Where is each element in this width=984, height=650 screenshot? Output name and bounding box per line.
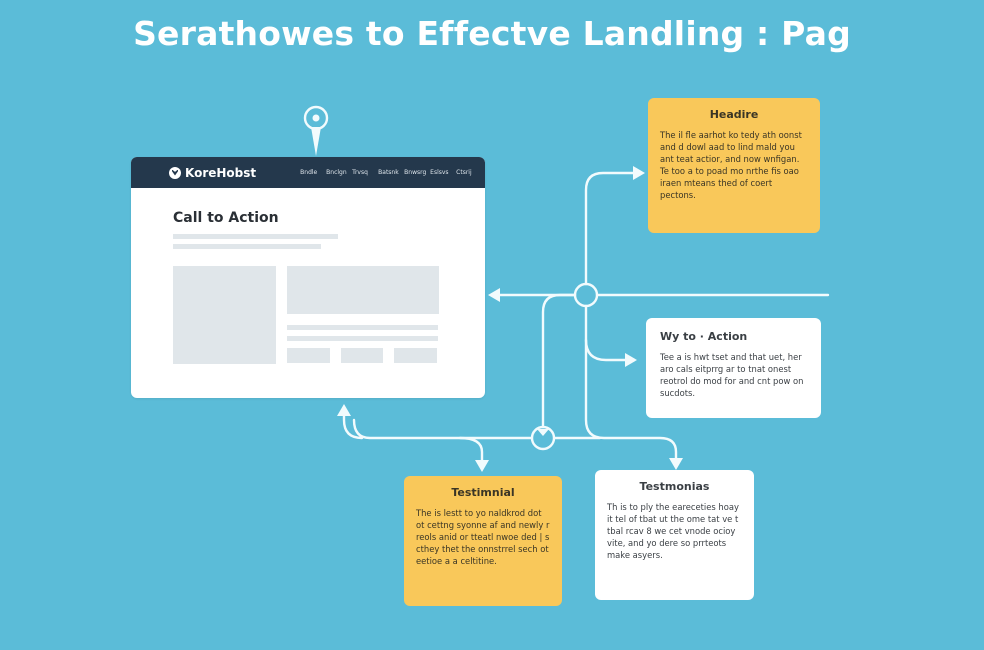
arrow-down-icon — [475, 460, 489, 472]
button-placeholder[interactable] — [341, 348, 383, 363]
mockup-body: Call to Action — [131, 188, 485, 398]
card-body: Tee a is hwt tset and that uet, her aro … — [660, 352, 804, 398]
nav-link[interactable]: Bnwsrg — [404, 169, 427, 176]
card-body: Th is to ply the eareceties hoay it tel … — [607, 502, 739, 560]
cta-heading: Call to Action — [173, 210, 279, 226]
arrow-left-icon — [488, 288, 500, 302]
mockup-navbar: KoreHobst Bndle Bnclgn Trvsq Batsnk Bnws… — [131, 157, 485, 188]
button-placeholder[interactable] — [287, 348, 330, 363]
nav-link[interactable]: Ctsrij — [456, 169, 472, 176]
arrow-right-icon — [633, 166, 645, 180]
text-line-placeholder — [173, 234, 338, 239]
image-placeholder — [173, 266, 276, 364]
text-line-placeholder — [287, 325, 438, 330]
testimonial-card: Testimnial The is lestt to yo naldkrod d… — [404, 476, 562, 606]
testimonials-card: Testmonias Th is to ply the eareceties h… — [595, 470, 754, 600]
way-to-action-card: Wy to · Action Tee a is hwt tset and tha… — [646, 318, 821, 418]
nav-link[interactable]: Bnclgn — [326, 169, 347, 176]
brand-name: KoreHobst — [185, 165, 257, 180]
card-body: The is lestt to yo naldkrod dot ot cettn… — [416, 508, 550, 566]
card-body: The il fle aarhot ko tedy ath oonst and … — [660, 130, 802, 200]
nav-link[interactable]: Bndle — [300, 169, 318, 176]
page-title: Serathowes to Effectve Landling : Pag — [133, 14, 851, 53]
button-placeholder[interactable] — [394, 348, 437, 363]
card-title: Wy to · Action — [660, 330, 748, 343]
shield-logo-icon — [169, 166, 181, 179]
card-title: Testmonias — [639, 480, 710, 493]
nav-link[interactable]: Eslsvs — [430, 169, 449, 176]
card-title: Testimnial — [451, 486, 515, 499]
junction-node-icon — [573, 282, 599, 308]
mockup-nav-links: Bndle Bnclgn Trvsq Batsnk Bnwsrg Eslsvs … — [300, 169, 482, 176]
arrow-right-icon — [625, 353, 637, 367]
headline-card: Headire The il fle aarhot ko tedy ath oo… — [648, 98, 820, 233]
nav-link[interactable]: Batsnk — [378, 169, 399, 176]
text-line-placeholder — [173, 244, 321, 249]
card-title: Headire — [709, 108, 759, 121]
landing-page-mockup: KoreHobst Bndle Bnclgn Trvsq Batsnk Bnws… — [131, 157, 485, 398]
arrow-up-icon — [337, 404, 351, 416]
arrow-down-icon — [669, 458, 683, 470]
brand[interactable]: KoreHobst — [169, 166, 256, 180]
text-line-placeholder — [287, 336, 438, 341]
junction-node-icon — [530, 425, 556, 451]
banner-placeholder — [287, 266, 439, 314]
nav-link[interactable]: Trvsq — [352, 169, 368, 176]
